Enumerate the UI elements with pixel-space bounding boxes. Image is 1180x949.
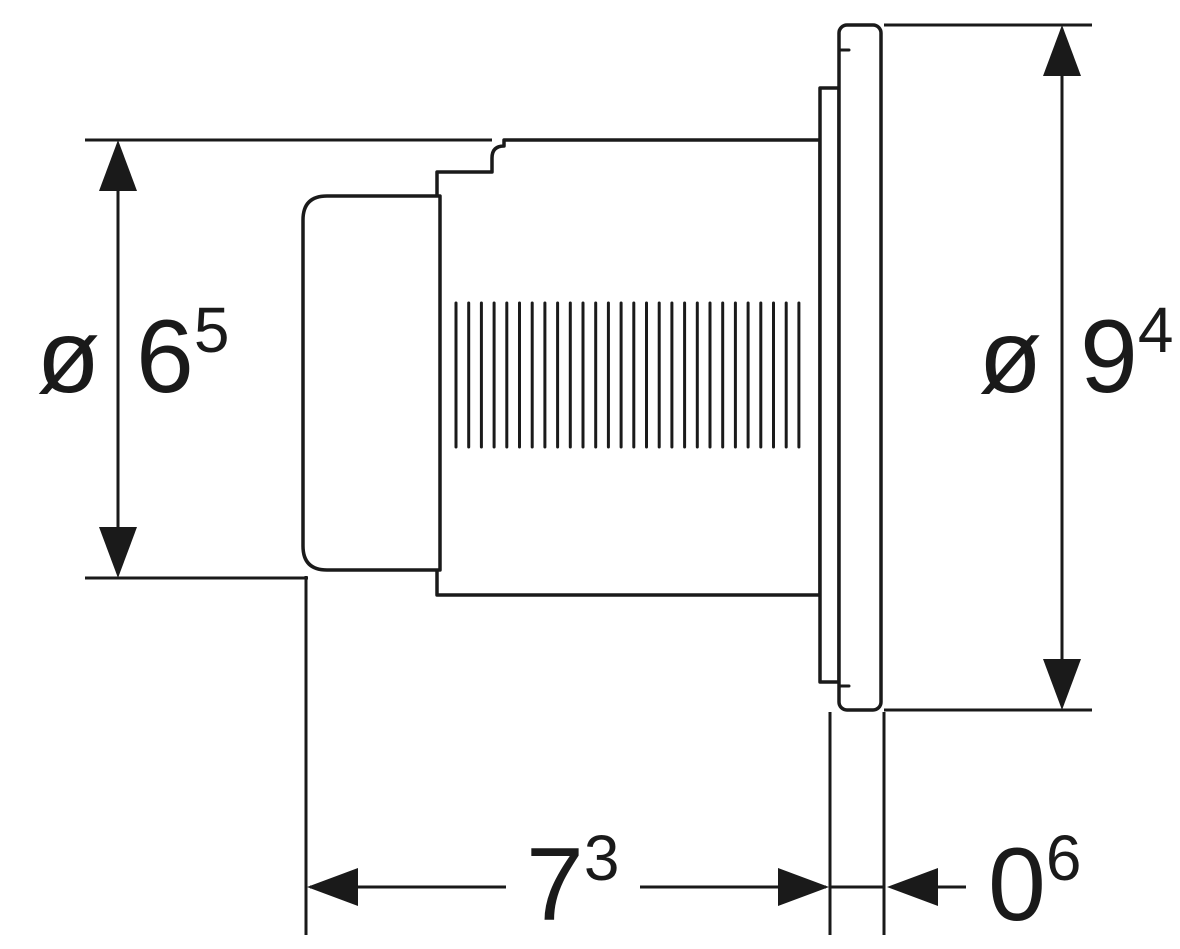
device-side-view	[301, 23, 883, 712]
arrowhead-up-icon	[1043, 25, 1081, 76]
arrowhead-right-icon	[778, 868, 829, 906]
arrowhead-left-icon	[307, 868, 358, 906]
dim-label-depth: 73	[526, 822, 619, 943]
mounting-flange	[818, 86, 841, 684]
dim-label-plate-thickness: 06	[988, 822, 1081, 943]
button-cap	[301, 194, 442, 572]
dimension-depth: 73	[304, 576, 832, 943]
ribbed-section	[454, 301, 801, 449]
arrowhead-down-icon	[99, 527, 137, 578]
cover-plate	[837, 23, 883, 712]
arrowhead-down-icon	[1043, 659, 1081, 710]
arrowhead-left-icon	[887, 868, 938, 906]
dimension-plate-thickness: 06	[830, 712, 1081, 943]
arrowhead-up-icon	[99, 140, 137, 191]
